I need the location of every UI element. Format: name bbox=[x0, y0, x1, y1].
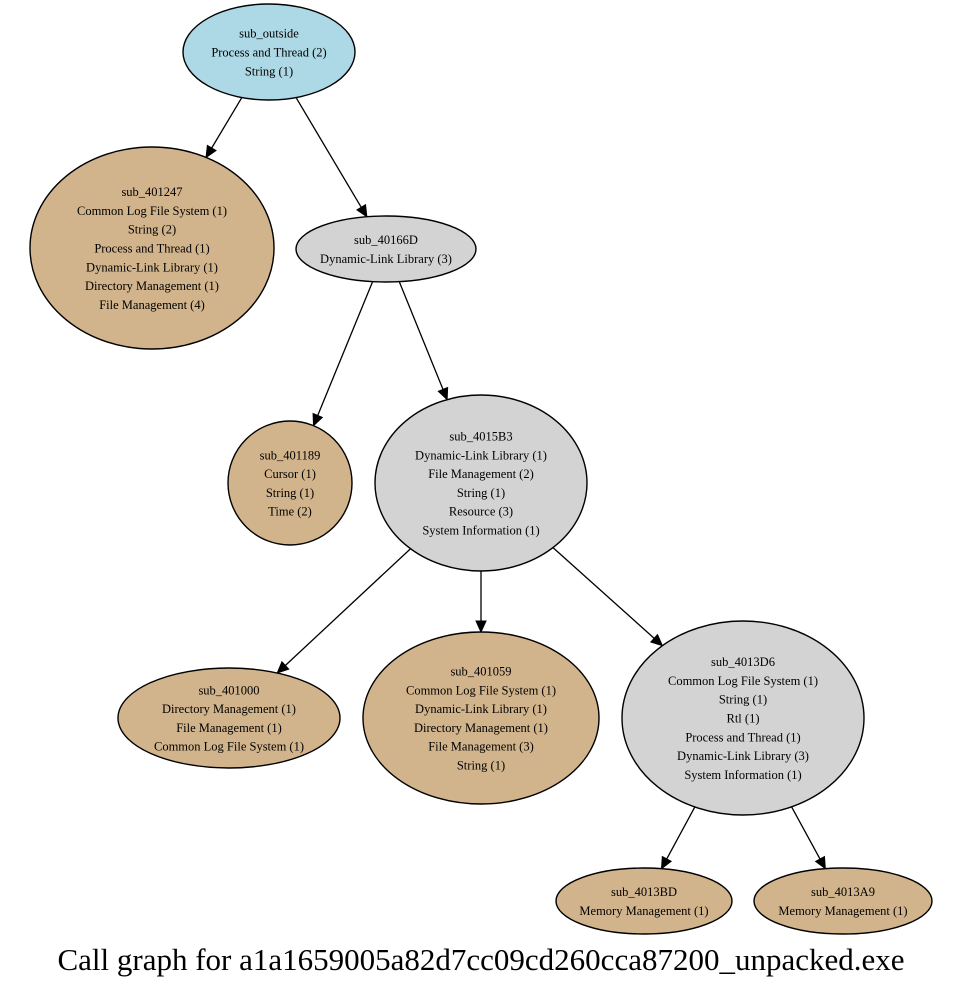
edge-line bbox=[295, 97, 362, 208]
arrowhead bbox=[276, 660, 290, 674]
node-api-category: Dynamic-Link Library (1) bbox=[415, 448, 547, 462]
node-api-category: System Information (1) bbox=[422, 524, 539, 538]
node-ellipse bbox=[182, 3, 356, 101]
node-ellipse bbox=[29, 146, 275, 350]
edge-sub_4015B3-to-sub_401059 bbox=[475, 571, 487, 634]
edge-sub_40166D-to-sub_4015B3 bbox=[398, 281, 449, 401]
node-api-category: Memory Management (1) bbox=[778, 904, 907, 918]
edges-layer bbox=[205, 97, 826, 870]
node-api-category: Process and Thread (1) bbox=[94, 242, 209, 256]
node-api-category: Directory Management (1) bbox=[85, 279, 219, 293]
arrowhead bbox=[475, 620, 487, 634]
node-api-category: File Management (3) bbox=[428, 740, 534, 754]
graph-caption: Call graph for a1a1659005a82d7cc09cd260c… bbox=[57, 942, 905, 977]
edge-sub_40166D-to-sub_401189 bbox=[312, 281, 374, 427]
node-api-category: Dynamic-Link Library (1) bbox=[415, 702, 547, 716]
node-ellipse bbox=[362, 631, 600, 805]
node-title: sub_401189 bbox=[260, 448, 321, 462]
edge-sub_4013D6-to-sub_4013BD bbox=[660, 806, 696, 870]
arrowhead bbox=[312, 412, 324, 427]
node-api-category: Common Log File System (1) bbox=[77, 204, 227, 218]
edge-line bbox=[790, 806, 821, 860]
node-api-category: String (1) bbox=[457, 759, 505, 773]
node-ellipse bbox=[295, 215, 477, 283]
node-api-category: String (1) bbox=[719, 693, 767, 707]
node-api-category: File Management (2) bbox=[428, 467, 534, 481]
node-title: sub_4015B3 bbox=[449, 430, 512, 444]
node-api-category: Process and Thread (1) bbox=[685, 730, 800, 744]
edge-sub_outside-to-sub_401247 bbox=[205, 97, 243, 159]
edge-sub_4015B3-to-sub_4013D6 bbox=[552, 547, 664, 647]
edge-sub_4015B3-to-sub_401000 bbox=[276, 548, 411, 674]
node-api-category: String (1) bbox=[266, 486, 314, 500]
node-api-category: Common Log File System (1) bbox=[406, 683, 556, 697]
node-title: sub_4013A9 bbox=[811, 885, 875, 899]
arrowhead bbox=[356, 203, 368, 218]
edge-sub_outside-to-sub_40166D bbox=[295, 97, 368, 218]
node-title: sub_401059 bbox=[450, 665, 511, 679]
node-api-category: Memory Management (1) bbox=[579, 904, 708, 918]
node-ellipse bbox=[555, 867, 733, 935]
node-ellipse bbox=[753, 867, 933, 935]
node-sub_40166D[interactable]: sub_40166D Dynamic-Link Library (3) bbox=[295, 215, 477, 283]
node-api-category: Common Log File System (1) bbox=[668, 674, 818, 688]
node-api-category: String (1) bbox=[457, 486, 505, 500]
node-api-category: File Management (4) bbox=[99, 298, 205, 312]
edge-line bbox=[284, 548, 411, 666]
edge-sub_4013D6-to-sub_4013A9 bbox=[790, 806, 826, 870]
node-api-category: Directory Management (1) bbox=[414, 721, 548, 735]
arrowhead bbox=[660, 855, 673, 870]
arrowhead bbox=[649, 633, 664, 647]
node-api-category: Dynamic-Link Library (3) bbox=[320, 252, 452, 266]
node-ellipse bbox=[227, 420, 353, 546]
node-sub_4013BD[interactable]: sub_4013BD Memory Management (1) bbox=[555, 867, 733, 935]
node-api-category: Time (2) bbox=[268, 505, 312, 519]
node-title: sub_4013BD bbox=[611, 885, 677, 899]
node-api-category: Directory Management (1) bbox=[162, 702, 296, 716]
node-api-category: Resource (3) bbox=[449, 505, 513, 519]
arrowhead bbox=[437, 386, 449, 401]
node-api-category: System Information (1) bbox=[684, 768, 801, 782]
arrowhead bbox=[205, 144, 217, 159]
node-api-category: Cursor (1) bbox=[264, 467, 316, 481]
node-api-category: Rtl (1) bbox=[727, 712, 760, 726]
edge-line bbox=[552, 547, 655, 639]
node-api-category: String (1) bbox=[245, 64, 293, 78]
node-title: sub_401247 bbox=[121, 185, 182, 199]
node-ellipse bbox=[117, 667, 341, 769]
edge-line bbox=[398, 281, 444, 390]
node-title: sub_4013D6 bbox=[711, 655, 775, 669]
node-title: sub_401000 bbox=[198, 683, 259, 697]
arrowhead bbox=[814, 855, 826, 870]
node-ellipse bbox=[621, 620, 865, 816]
node-title: sub_outside bbox=[239, 27, 299, 41]
node-api-category: Dynamic-Link Library (3) bbox=[677, 749, 809, 763]
node-title: sub_40166D bbox=[354, 233, 418, 247]
edge-line bbox=[317, 281, 374, 416]
node-api-category: Dynamic-Link Library (1) bbox=[86, 260, 218, 274]
node-api-category: Process and Thread (2) bbox=[211, 46, 326, 60]
edge-line bbox=[211, 97, 243, 149]
node-api-category: File Management (1) bbox=[176, 721, 282, 735]
node-api-category: String (2) bbox=[128, 223, 176, 237]
node-ellipse bbox=[374, 394, 588, 572]
edge-line bbox=[666, 806, 696, 860]
node-api-category: Common Log File System (1) bbox=[154, 740, 304, 754]
